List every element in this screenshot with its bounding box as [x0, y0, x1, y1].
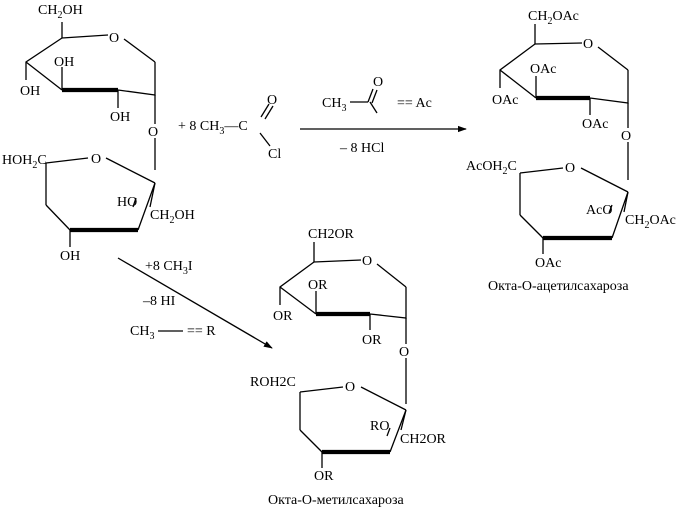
methyl-or-c3: OR: [273, 309, 293, 324]
sucrose-fructose-labels: HOH2C O HO CH2OH OH: [2, 152, 195, 264]
acetyl-glycosidic-oxygen: O: [621, 129, 631, 144]
acetyl-glucose-labels: CH2OAc O OAc OAc OAc O: [492, 9, 631, 144]
fructose-ch2oh-label: CH2OH: [150, 208, 195, 226]
methyl-fructose-ring: [299, 386, 407, 468]
sucrose-glucose-labels: CH2OH O OH OH OH O: [20, 3, 158, 140]
acetyl-acoh2c-label: AcOH2C: [466, 159, 517, 177]
acetyl-oac-c2: OAc: [582, 117, 608, 132]
methyl-or-c4: OR: [308, 278, 328, 293]
acetyl-abbreviation: CH3 O == Ac: [322, 75, 432, 114]
methyl-fructose-ring-oxygen: O: [345, 380, 355, 395]
methyl-abbreviation: CH3 == R: [130, 324, 216, 342]
acetyl-aco-label: AcO: [586, 203, 612, 218]
reagent-carbonyl-oxygen: O: [267, 93, 277, 108]
methyl-roh2c-label: ROH2C: [250, 375, 296, 390]
fructose-oh-label: OH: [60, 249, 80, 264]
acetyl-fructose-ring: [519, 167, 629, 254]
methyl-ro-label: RO: [370, 419, 389, 434]
acetyl-chloride-reagent: + 8 CH3—C O Cl: [178, 93, 281, 162]
sucrose-fructose-ring: [45, 157, 156, 247]
acetyl-fructose-ring-oxygen: O: [565, 161, 575, 176]
acetyl-equals-ac: == Ac: [397, 96, 432, 111]
methyl-or-c2: OR: [362, 333, 382, 348]
methyl-fructose-or-label: OR: [314, 469, 334, 484]
methyl-glucose-labels: CH2OR O OR OR OR O: [273, 227, 409, 360]
methyl-fructose-ch2or-label: CH2OR: [400, 432, 447, 447]
fructose-ring-oxygen: O: [91, 152, 101, 167]
reagent-acetyl-chloride: + 8 CH3—C: [178, 119, 248, 137]
methyl-ch2or-label: CH2OR: [308, 227, 355, 242]
acetyl-fructose-ch2oac-label: CH2OAc: [625, 213, 676, 231]
methyl-fructose-labels: ROH2C O RO CH2OR OR: [250, 375, 447, 484]
methyl-product-caption: Окта-О-метилсахароза: [268, 493, 404, 508]
reagent-chlorine: Cl: [268, 147, 281, 162]
acetyl-oac-c4: OAc: [530, 62, 556, 77]
glucose-ring-oxygen: O: [109, 31, 119, 46]
acetyl-glucose-ring: [499, 24, 629, 180]
acetyl-fructose-oac-label: OAc: [535, 256, 561, 271]
acetyl-oxygen: O: [373, 75, 383, 90]
methyl-glucose-ring: [279, 242, 407, 404]
fructose-ho-label: HO: [117, 195, 137, 210]
methylation-byproduct: –8 HI: [142, 294, 176, 309]
acetyl-ch3: CH3: [322, 96, 346, 114]
acetyl-product-structure: CH2OAc O OAc OAc OAc O AcOH2C O AcO CH2O…: [466, 9, 676, 294]
methylation-arrow: [117, 257, 273, 349]
glucose-oh-c2: OH: [110, 110, 130, 125]
fructose-hoh2c-label: HOH2C: [2, 153, 47, 171]
glucose-oh-c4: OH: [54, 55, 74, 70]
sucrose-structure: CH2OH O OH OH OH O HOH2C O HO CH2OH OH: [2, 3, 195, 264]
acetylation-byproduct: – 8 HCl: [339, 141, 384, 156]
acetyl-fructose-labels: AcOH2C O AcO CH2OAc OAc: [466, 159, 676, 271]
glucose-oh-c3: OH: [20, 84, 40, 99]
methylation-reagent: +8 CH3I: [145, 259, 193, 277]
glucose-ch2oh-label: CH2OH: [38, 3, 83, 21]
sucrose-glucose-ring: [25, 22, 156, 170]
acetyl-product-caption: Окта-О-ацетилсахароза: [488, 279, 629, 294]
acetyl-oac-c3: OAc: [492, 93, 518, 108]
acetyl-glucose-ring-oxygen: O: [583, 37, 593, 52]
methyl-equals-r: == R: [187, 324, 216, 339]
glycosidic-oxygen: O: [148, 125, 158, 140]
acetyl-ch2oac-label: CH2OAc: [528, 9, 579, 27]
methyl-glucose-ring-oxygen: O: [362, 254, 372, 269]
methyl-product-structure: CH2OR O OR OR OR O ROH2C O RO CH2OR OR О…: [250, 227, 447, 508]
methyl-ch3: CH3: [130, 324, 154, 342]
methyl-glycosidic-oxygen: O: [399, 345, 409, 360]
